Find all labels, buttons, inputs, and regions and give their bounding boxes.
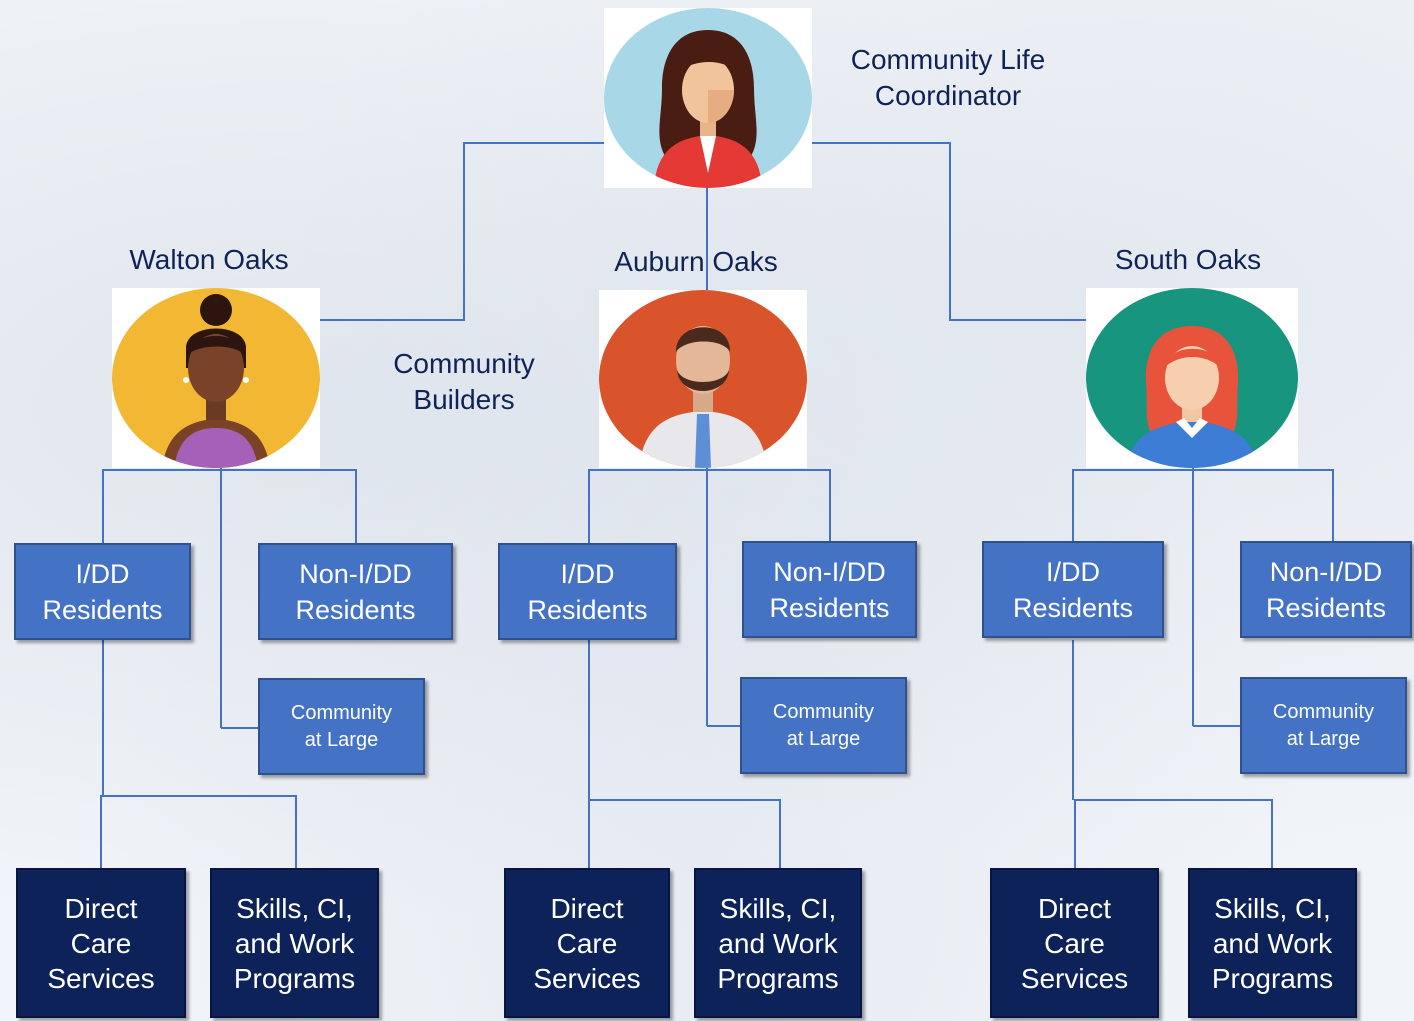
auburn-skills-programs-box: Skills, CI, and Work Programs [694,868,862,1018]
connector-auburn-bottom [588,799,781,868]
auburn-direct-care-services-box: Direct Care Services [504,868,670,1018]
man-beard-avatar-icon [599,290,807,468]
south-idd-residents-box: I/DD Residents [982,541,1164,638]
connector-walton-branch [102,469,357,543]
connector-auburn-branch [588,469,831,543]
auburn-community-at-large-box: Community at Large [740,677,907,774]
site-name-walton-oaks: Walton Oaks [129,244,289,275]
coordinator-avatar [604,8,812,188]
walton-non-idd-residents-box: Non-I/DD Residents [258,543,453,640]
south-direct-care-services-box: Direct Care Services [990,868,1159,1018]
walton-oaks-avatar [112,288,320,468]
auburn-oaks-avatar [599,290,807,468]
woman-red-hair-avatar-icon [1086,288,1298,468]
coordinator-title: Community Life Coordinator [850,44,1046,111]
walton-skills-programs-box: Skills, CI, and Work Programs [210,868,379,1018]
community-builders-label: Community Builders [393,348,535,415]
connector-walton-bottom [100,795,297,868]
auburn-idd-residents-box: I/DD Residents [498,543,677,640]
connector-south-branch [1072,469,1334,543]
woman-bun-avatar-icon [112,288,320,468]
south-skills-programs-box: Skills, CI, and Work Programs [1188,868,1357,1018]
site-name-auburn-oaks: Auburn Oaks [614,246,778,277]
connector-south-bottom [1074,799,1273,868]
auburn-non-idd-residents-box: Non-I/DD Residents [742,541,917,638]
walton-idd-residents-box: I/DD Residents [14,543,191,640]
woman-brown-hair-avatar-icon [604,8,812,188]
connector-coordinator-south [812,142,1086,321]
south-non-idd-residents-box: Non-I/DD Residents [1240,541,1412,638]
site-name-south-oaks: South Oaks [1114,244,1262,275]
walton-community-at-large-box: Community at Large [258,678,425,775]
south-community-at-large-box: Community at Large [1240,677,1407,774]
south-oaks-avatar [1086,288,1298,468]
connector-coordinator-walton [320,142,604,321]
walton-direct-care-services-box: Direct Care Services [16,868,186,1018]
